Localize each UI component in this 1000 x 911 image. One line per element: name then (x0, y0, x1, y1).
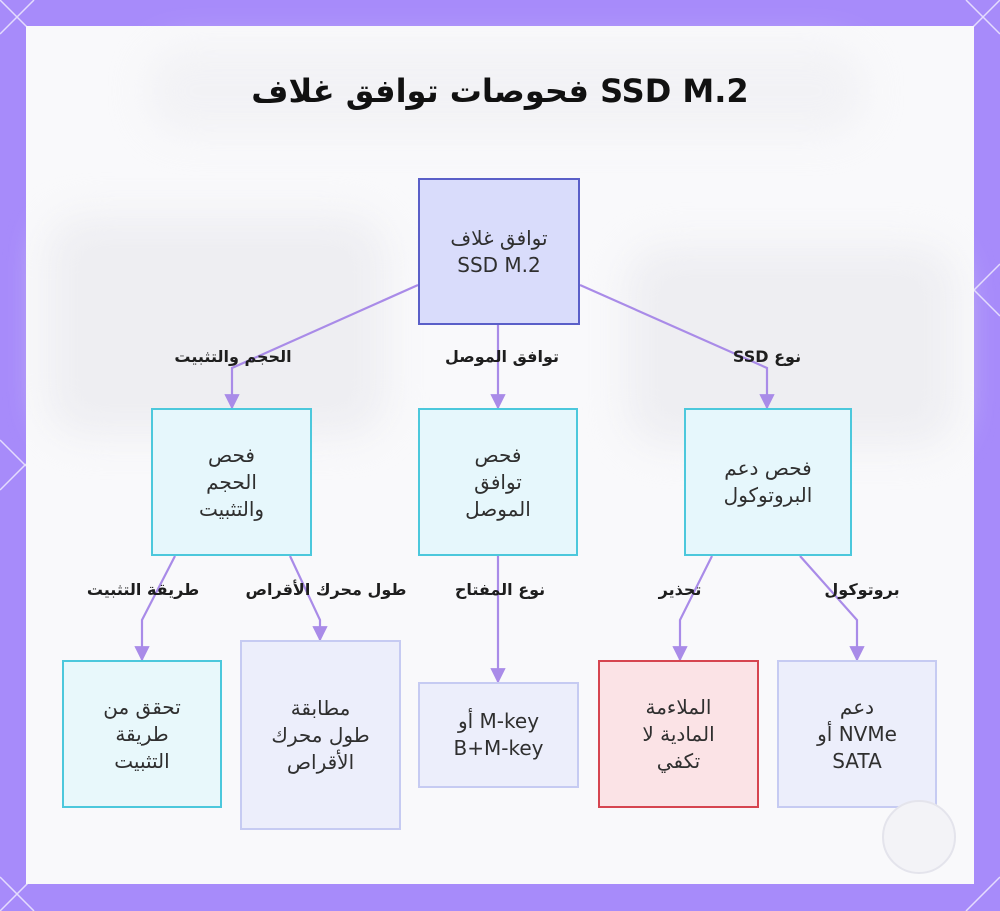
drive-length-node: مطابقة طول محرك الأقراص (240, 640, 401, 830)
node-line: طريقة (115, 721, 169, 746)
node-line: الملاءمة (645, 694, 712, 719)
background-watermark (46, 216, 386, 436)
edge-label-mount-method: طريقة التثبيت (86, 580, 200, 599)
edge-label-warning: تحذير (658, 580, 702, 599)
page-title: فحوصات توافق غلاف SSD M.2 (251, 72, 749, 110)
node-line: توافق (474, 469, 522, 494)
edge-label-ssd-type: نوع SSD (732, 347, 802, 366)
key-type-node: M-key أو B+M-key (418, 682, 579, 788)
node-line: مطابقة (290, 695, 351, 720)
edge-label-drive-length: طول محرك الأقراص (245, 580, 407, 599)
root-node-line: SSD M.2 (457, 252, 541, 277)
node-line: M-key أو (457, 709, 540, 733)
node-line: طول محرك (271, 722, 370, 747)
node-line: B+M-key (453, 736, 544, 760)
node-line: الحجم (206, 469, 257, 494)
node-line: التثبيت (114, 748, 170, 773)
node-line: تكفي (656, 748, 701, 773)
node-line: الموصل (465, 496, 531, 521)
node-line: المادية لا (642, 721, 715, 746)
node-line: NVMe أو (817, 721, 897, 746)
edge-label-protocol: بروتوكول (824, 580, 900, 599)
node-line: دعم (839, 694, 875, 719)
mounting-node: تحقق من طريقة التثبيت (62, 660, 222, 808)
node-line: فحص (474, 442, 522, 467)
size-check-node: فحص الحجم والتثبيت (151, 408, 312, 556)
node-line: فحص دعم (724, 456, 812, 480)
physical-fit-warning-node: الملاءمة المادية لا تكفي (598, 660, 759, 808)
node-line: والتثبيت (198, 496, 265, 521)
watermark-seal (882, 800, 956, 874)
node-line: SATA (832, 748, 882, 773)
root-node-line: توافق غلاف (450, 225, 548, 250)
edge-label-connector: توافق الموصل (445, 347, 559, 366)
edge-label-size-mount: الحجم والتثبيت (174, 347, 292, 366)
connector-check-node: فحص توافق الموصل (418, 408, 578, 556)
node-line: تحقق من (103, 694, 181, 719)
root-node: توافق غلاف SSD M.2 (418, 178, 580, 325)
node-line: البروتوكول (723, 483, 813, 507)
background-watermark (146, 46, 866, 136)
node-line: فحص (208, 442, 255, 467)
node-line: الأقراص (286, 749, 355, 774)
protocol-check-node: فحص دعم البروتوكول (684, 408, 852, 556)
edge-label-key-type: نوع المفتاح (454, 580, 546, 599)
nvme-sata-node: دعم NVMe أو SATA (777, 660, 937, 808)
